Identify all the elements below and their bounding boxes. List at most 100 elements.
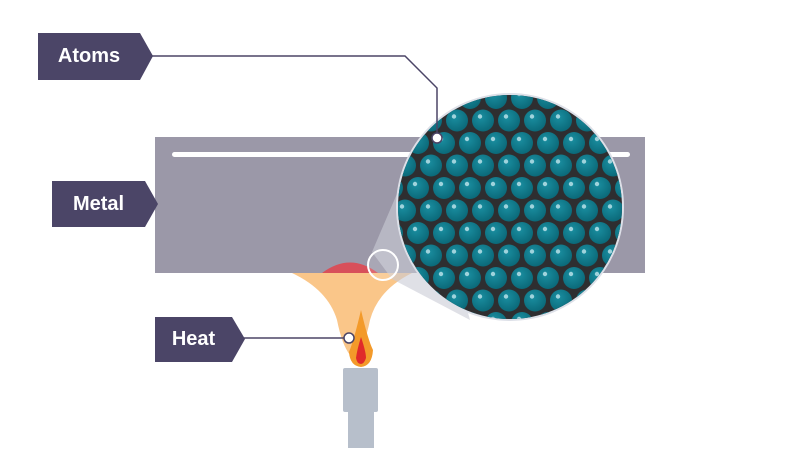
atom <box>589 177 611 199</box>
atom <box>550 335 572 357</box>
atom-highlight <box>555 294 561 299</box>
atom-highlight <box>556 339 560 343</box>
atom <box>472 154 494 177</box>
atom-highlight <box>660 159 664 163</box>
atom-highlight <box>529 294 535 299</box>
atom <box>472 244 494 267</box>
atom-highlight <box>542 271 548 277</box>
atom <box>398 199 416 222</box>
atom <box>589 222 611 244</box>
atom-highlight <box>451 204 457 209</box>
atom <box>407 222 429 244</box>
atom-highlight <box>490 181 496 187</box>
atom-highlight <box>504 339 508 343</box>
atom <box>563 222 585 244</box>
atom <box>498 109 520 132</box>
atom <box>472 199 494 222</box>
atom <box>563 95 585 109</box>
atom <box>537 177 559 199</box>
atom-highlight <box>438 181 444 187</box>
atom-highlight <box>490 226 496 232</box>
atom <box>654 335 676 357</box>
atom-highlight <box>647 317 651 321</box>
atom <box>563 177 585 199</box>
atom <box>654 155 676 177</box>
atom <box>394 335 416 357</box>
atom-highlight <box>477 249 483 254</box>
atom <box>407 177 429 199</box>
atom-highlight <box>542 181 548 187</box>
atom <box>446 199 468 222</box>
atom <box>524 335 546 357</box>
atom <box>550 154 572 177</box>
atom <box>654 245 676 267</box>
flame-glow <box>292 273 412 355</box>
atom <box>446 154 468 177</box>
atom-highlight <box>568 95 574 97</box>
atom-highlight <box>464 95 470 97</box>
atoms-pointer-dot <box>431 132 443 144</box>
atom-highlight <box>503 159 509 164</box>
atom-highlight <box>647 92 651 96</box>
atom-highlight <box>594 316 600 319</box>
atom <box>433 177 455 199</box>
atom-highlight <box>542 136 548 142</box>
atom <box>602 199 622 222</box>
atom <box>563 267 585 289</box>
atom-highlight <box>542 226 548 232</box>
atom-highlight <box>399 294 405 299</box>
atom <box>433 267 455 289</box>
atom-highlight <box>490 271 496 277</box>
atom-highlight <box>464 271 470 277</box>
atom <box>628 110 650 132</box>
hot-spot <box>322 262 378 273</box>
atom <box>524 199 546 222</box>
atom <box>628 335 650 357</box>
atom-highlight <box>399 204 405 209</box>
atom-highlight <box>425 249 431 254</box>
atom <box>537 267 559 289</box>
atom-highlight <box>503 114 509 119</box>
atom <box>398 312 403 319</box>
atom-highlight <box>451 294 457 299</box>
atom <box>472 109 494 132</box>
atom <box>537 132 559 154</box>
atom-highlight <box>503 249 509 254</box>
atom-highlight <box>660 204 664 208</box>
atom-highlight <box>660 114 664 118</box>
atom-highlight <box>647 182 651 186</box>
atom <box>602 289 622 312</box>
atom <box>459 267 481 289</box>
atom <box>368 110 390 132</box>
atom-highlight <box>361 92 365 96</box>
atom-highlight <box>607 249 613 254</box>
atom-highlight <box>581 204 587 209</box>
atom <box>511 267 533 289</box>
atom <box>472 289 494 312</box>
atom <box>355 87 377 109</box>
atom-highlight <box>478 339 482 343</box>
atom <box>524 154 546 177</box>
atom <box>589 95 611 109</box>
atom-highlight <box>503 204 509 209</box>
atom <box>420 244 442 267</box>
atom-highlight <box>425 159 431 164</box>
atom <box>654 200 676 222</box>
heat-label: Heat <box>171 328 216 350</box>
atom <box>420 199 442 222</box>
atom-highlight <box>529 159 535 164</box>
atoms-leader-line <box>150 55 438 137</box>
atom-highlight <box>529 114 535 119</box>
heat-label-box <box>155 317 245 362</box>
atom-highlight <box>516 271 522 277</box>
atom <box>398 109 416 132</box>
atom-highlight <box>530 339 534 343</box>
heat-pointer-dot <box>343 332 355 344</box>
atom <box>576 154 598 177</box>
atom-highlight <box>425 114 431 119</box>
atom <box>472 335 494 357</box>
atom-highlight <box>555 204 561 209</box>
atom-highlight <box>647 137 651 141</box>
atom-highlight <box>412 181 418 187</box>
atom-highlight <box>568 136 574 142</box>
